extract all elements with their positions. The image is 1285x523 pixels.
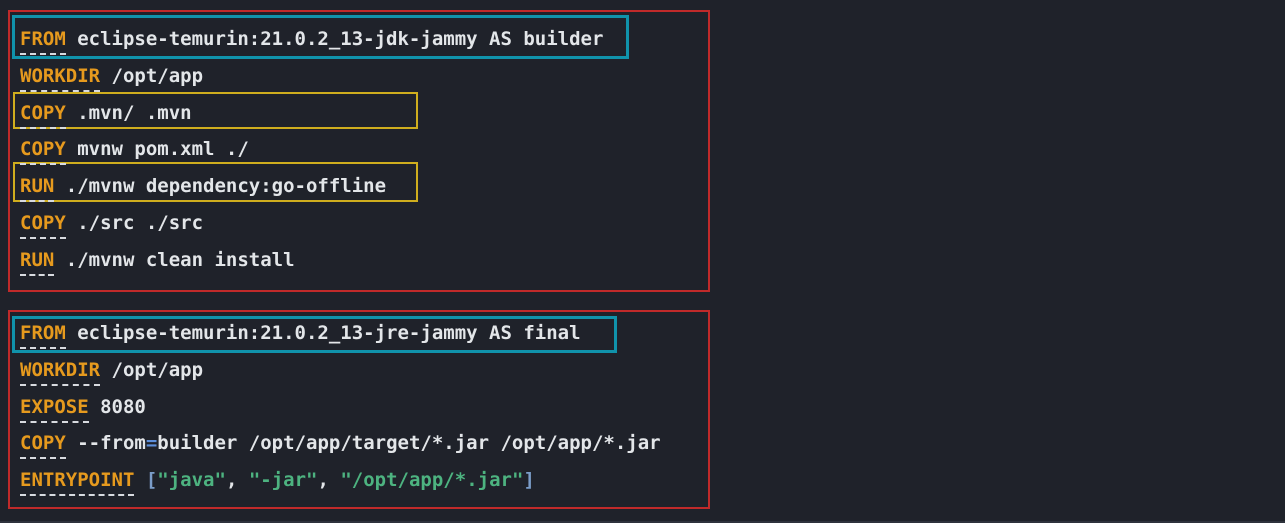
dockerfile-keyword: RUN — [20, 249, 55, 276]
code-line-from-builder: FROM eclipse-temurin:21.0.2_13-jdk-jammy… — [20, 21, 603, 58]
code-text-plain: mvnw pom.xml ./ — [65, 138, 249, 161]
code-text-string: "java" — [157, 469, 226, 492]
dockerfile-keyword: ENTRYPOINT — [20, 469, 135, 497]
dockerfile-keyword: WORKDIR — [20, 359, 101, 386]
code-text-plain: eclipse-temurin:21.0.2_13-jdk-jammy AS b… — [65, 28, 604, 50]
dockerfile-keyword: COPY — [20, 212, 66, 239]
code-text-plain: --from — [65, 432, 146, 455]
code-line-copy-from-builder: COPY --from=builder /opt/app/target/*.ja… — [20, 425, 661, 462]
code-text-plain: .mvn/ .mvn — [65, 101, 192, 124]
code-text-plain: builder /opt/app/target/*.jar /opt/app/*… — [157, 432, 661, 455]
dockerfile-keyword: EXPOSE — [20, 396, 89, 423]
code-text-plain — [134, 469, 145, 491]
code-block-builder-stage: FROM eclipse-temurin:21.0.2_13-jdk-jammy… — [20, 21, 603, 279]
dockerfile-keyword: FROM — [20, 28, 66, 55]
code-text-plain: ./src ./src — [65, 211, 204, 234]
code-line-expose-port: EXPOSE 8080 — [20, 389, 661, 426]
code-text-plain: /opt/app — [100, 358, 204, 381]
code-block-final-stage: FROM eclipse-temurin:21.0.2_13-jre-jammy… — [20, 315, 661, 499]
code-text-plain: /opt/app — [100, 64, 204, 87]
code-line-copy-mvnw-pom: COPY mvnw pom.xml ./ — [20, 131, 603, 168]
code-text-bracket: ] — [523, 469, 535, 492]
code-line-copy-src: COPY ./src ./src — [20, 205, 603, 242]
code-line-copy-mvn: COPY .mvn/ .mvn — [20, 95, 603, 132]
dockerfile-keyword: FROM — [20, 322, 66, 349]
dockerfile-keyword: COPY — [20, 102, 66, 129]
dockerfile-keyword: COPY — [20, 432, 66, 460]
code-line-run-install: RUN ./mvnw clean install — [20, 242, 603, 279]
code-line-workdir-builder: WORKDIR /opt/app — [20, 58, 603, 95]
dockerfile-keyword: WORKDIR — [20, 65, 101, 92]
code-text-string: "/opt/app/*.jar" — [340, 469, 524, 492]
code-text-plain: 8080 — [88, 395, 146, 418]
code-text-plain: eclipse-temurin:21.0.2_13-jre-jammy AS f… — [65, 322, 581, 344]
code-text-bracket: [ — [145, 469, 158, 492]
code-text-operator: = — [145, 432, 158, 455]
dockerfile-keyword: COPY — [20, 138, 66, 166]
code-line-from-final: FROM eclipse-temurin:21.0.2_13-jre-jammy… — [20, 315, 661, 352]
code-line-entrypoint: ENTRYPOINT ["java", "-jar", "/opt/app/*.… — [20, 462, 661, 499]
code-text-plain: ./mvnw clean install — [54, 248, 295, 271]
code-text-plain: , — [317, 469, 341, 492]
window-bottom-edge — [0, 521, 1285, 523]
code-text-string: "-jar" — [248, 469, 318, 492]
code-text-plain: , — [225, 469, 249, 492]
code-text-plain: ./mvnw dependency:go-offline — [54, 175, 387, 198]
code-line-workdir-final: WORKDIR /opt/app — [20, 352, 661, 389]
code-line-run-dependency: RUN ./mvnw dependency:go-offline — [20, 168, 603, 205]
dockerfile-keyword: RUN — [20, 175, 55, 203]
